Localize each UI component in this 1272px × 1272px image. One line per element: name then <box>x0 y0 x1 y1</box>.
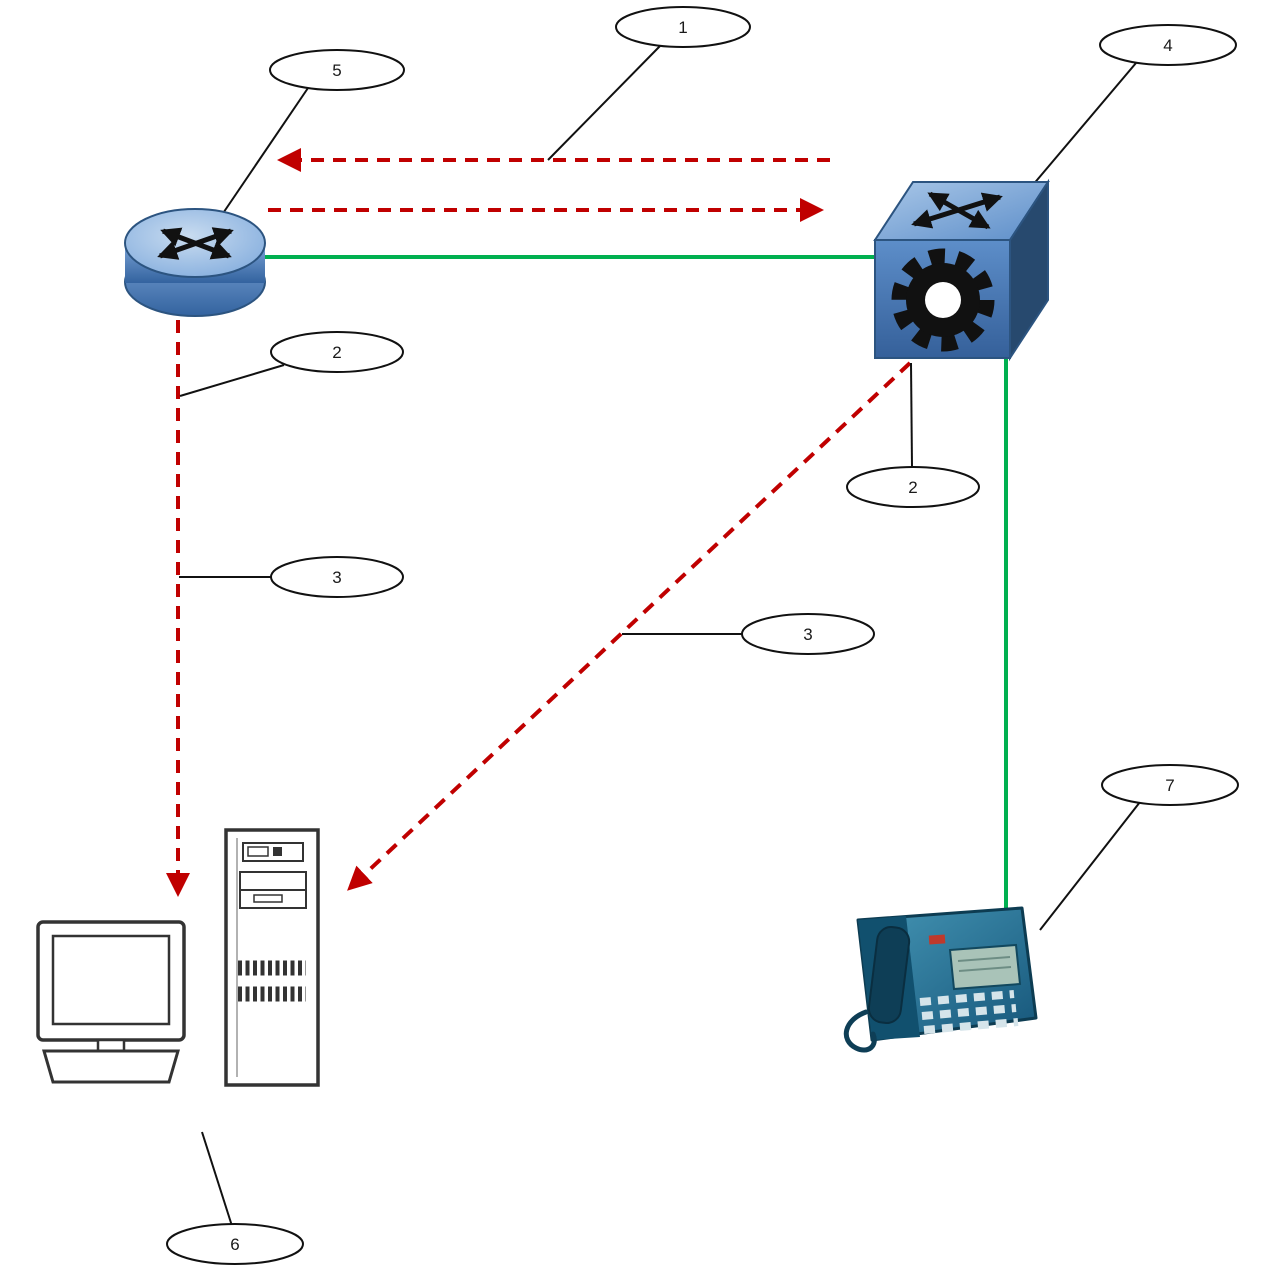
phone-display-line-2 <box>958 966 1012 972</box>
callout-6: 6 <box>166 1223 304 1265</box>
dashed-flow-switch-to-tower <box>347 361 912 891</box>
callout-5-connector <box>212 87 309 229</box>
callout-1-bubble <box>615 6 751 48</box>
callout-1: 1 <box>615 6 751 48</box>
callout-2-switch-connector <box>910 362 913 468</box>
callout-7-connector <box>1039 801 1141 931</box>
callout-7-label: 7 <box>1165 776 1174 795</box>
tower-computer <box>224 828 320 1087</box>
callout-4-connector <box>1031 62 1137 187</box>
callout-3-right-bubble <box>741 613 875 655</box>
phone-display-line-1 <box>957 956 1011 962</box>
callout-2-switch: 2 <box>846 466 980 508</box>
callout-3-left-bubble <box>270 556 404 598</box>
monitor-screen <box>51 934 171 1026</box>
callout-2-router-bubble <box>270 331 404 373</box>
callout-3-left: 3 <box>270 556 404 598</box>
callout-5-label: 5 <box>332 61 341 80</box>
switch-arrows-icon <box>911 191 1003 230</box>
callout-1-connector <box>547 45 661 161</box>
desktop-computer <box>36 920 186 1084</box>
keyboard <box>42 1049 180 1084</box>
tower-case <box>224 828 320 1087</box>
callout-3-right: 3 <box>741 613 875 655</box>
gear-icon <box>891 248 995 352</box>
phone-red-button <box>928 934 946 945</box>
callout-2-router-label: 2 <box>332 343 341 362</box>
callout-4: 4 <box>1099 24 1237 66</box>
callout-2-router: 2 <box>270 331 404 373</box>
callout-4-bubble <box>1099 24 1237 66</box>
callout-1-label: 1 <box>678 18 687 37</box>
callout-6-connector <box>201 1131 233 1227</box>
callout-4-label: 4 <box>1163 36 1172 55</box>
tower-drive-slot <box>247 846 269 857</box>
phone-keypad-row-2 <box>921 1004 1017 1020</box>
callout-7: 7 <box>1101 764 1239 806</box>
phone-display <box>948 943 1022 991</box>
tower-floppy-slot <box>253 894 283 903</box>
router-device <box>124 208 266 317</box>
callout-5: 5 <box>269 49 405 91</box>
phone-handset <box>867 926 911 1024</box>
callout-3-right-label: 3 <box>803 625 812 644</box>
callout-2-switch-bubble <box>846 466 980 508</box>
callout-2-switch-label: 2 <box>908 478 917 497</box>
callout-2-router-connector <box>179 364 285 397</box>
tower-drive-button <box>273 847 282 856</box>
callout-5-bubble <box>269 49 405 91</box>
callout-3-left-label: 3 <box>332 568 341 587</box>
callout-6-label: 6 <box>230 1235 239 1254</box>
callout-7-bubble <box>1101 764 1239 806</box>
switch-device <box>873 178 1050 362</box>
monitor-stand <box>96 1038 126 1053</box>
phone-cord <box>843 1009 877 1053</box>
router-arrows-icon <box>157 227 234 260</box>
ip-phone <box>843 906 1038 1053</box>
phone-keypad-row-3 <box>923 1018 1019 1034</box>
callout-6-bubble <box>166 1223 304 1265</box>
phone-keypad-row-1 <box>919 990 1015 1006</box>
